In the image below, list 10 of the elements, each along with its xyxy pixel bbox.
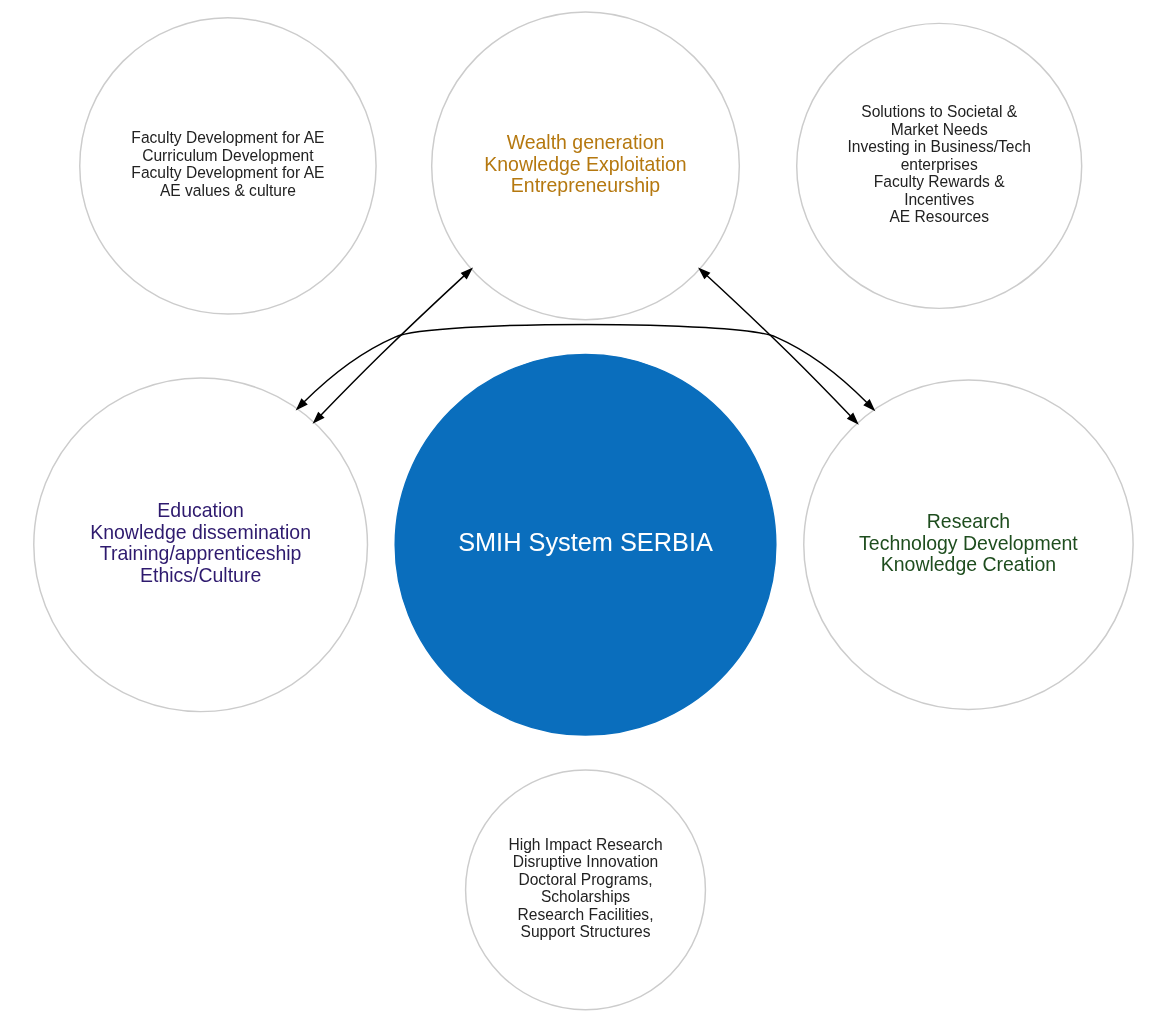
node-circle: Wealth generation Knowledge Exploitation Entrepreneurship [430, 11, 741, 321]
node-circle: Faculty Development for AE Curriculum Development Faculty Development for AE AE values & culture [79, 17, 377, 315]
node-circle: Solutions to Societal & Market Needs Investing in Business/Tech enterprises Faculty Rewards & Incentives AE Resources [796, 22, 1083, 310]
node-circle: Education Knowledge dissemination Training/apprenticeship Ethics/Culture [33, 377, 369, 713]
arrow [295, 323, 876, 412]
node-circle: SMIH System SERBIA [394, 353, 777, 736]
arrow [312, 267, 474, 424]
node-circle: Research Technology Development Knowledge Creation [803, 379, 1134, 711]
node-circle: High Impact Research Disruptive Innovation Doctoral Programs, Scholarships Research Facilities, Support Structures [464, 769, 707, 1011]
arrow [698, 267, 859, 425]
